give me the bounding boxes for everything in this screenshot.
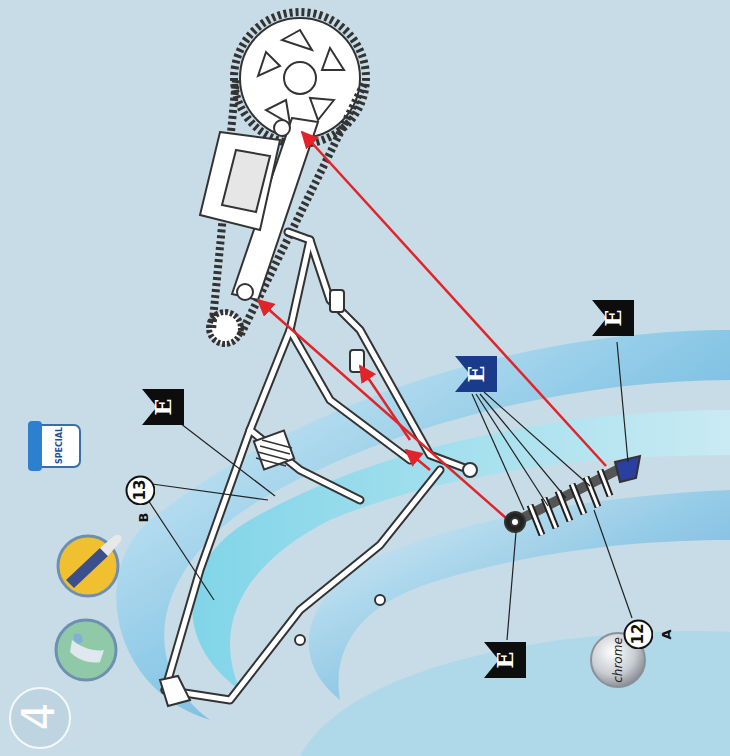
- flag-shape: [592, 300, 634, 336]
- part-letter: B: [136, 512, 151, 522]
- paint-label: SPECIAL: [56, 427, 65, 464]
- glue-flag: E: [455, 356, 497, 392]
- glue-mark: E: [492, 652, 518, 669]
- part-letter: A: [659, 629, 674, 639]
- callout-number: 12: [629, 624, 647, 645]
- part-letter: A: [657, 627, 676, 641]
- callout-number: 12: [623, 619, 654, 650]
- glue-mark: E: [600, 310, 626, 327]
- step-number: 4: [13, 702, 64, 730]
- callout-circle: [624, 620, 652, 648]
- glue-flag: E: [592, 300, 634, 336]
- glue-flag: E: [142, 389, 184, 425]
- part-letter: B: [135, 510, 154, 524]
- flag-shape: [455, 356, 497, 392]
- callout-number: 13: [131, 480, 149, 501]
- glue-mark: E: [150, 399, 176, 416]
- flag-shape: [142, 389, 184, 425]
- glue-mark: E: [463, 366, 489, 383]
- flag-shape: [484, 642, 526, 678]
- callout-number: 13: [125, 475, 156, 506]
- step-number: 4: [11, 700, 66, 732]
- paint-label: SPECIAL: [54, 425, 67, 466]
- glue-flag: E: [484, 642, 526, 678]
- finish-label: chrome: [611, 637, 625, 683]
- finish-label: chrome: [609, 635, 627, 685]
- callout-circle: [126, 476, 154, 504]
